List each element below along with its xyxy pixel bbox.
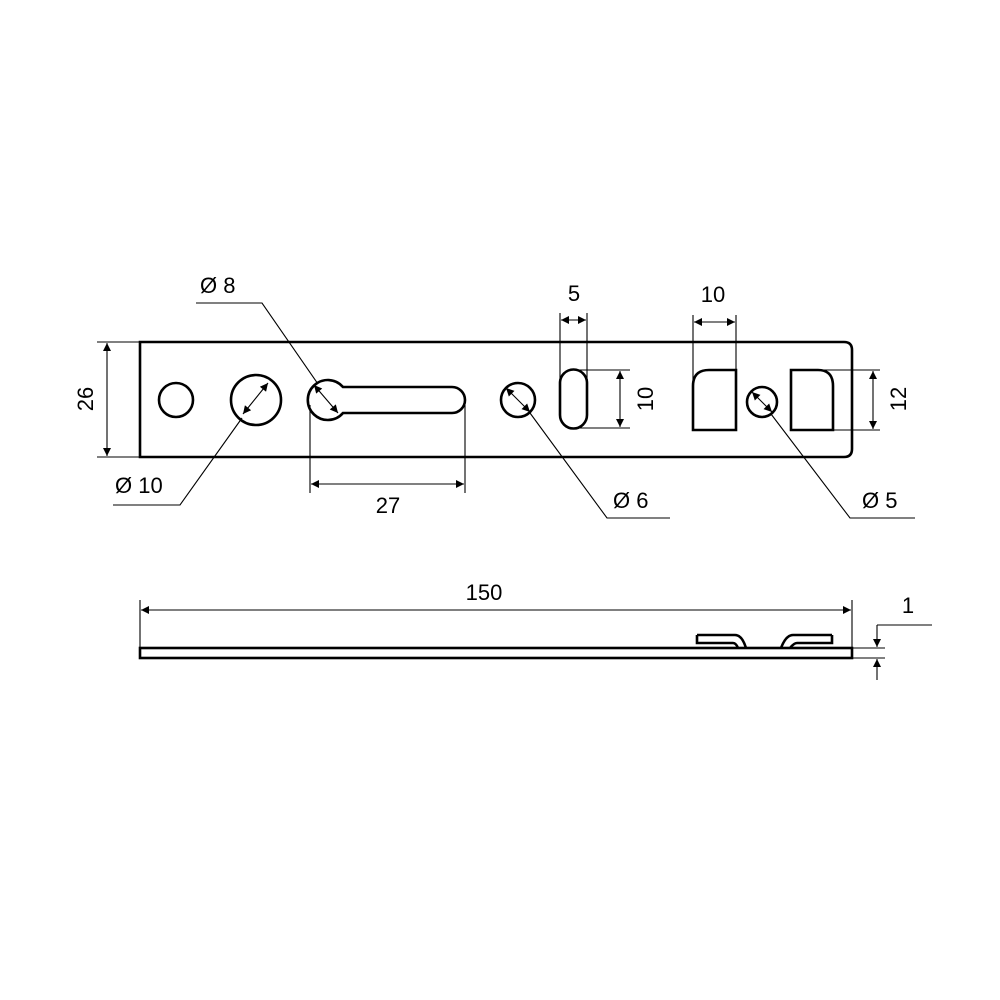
slot-height-label: 10 — [633, 387, 658, 411]
hole-large-label: Ø 10 — [115, 473, 163, 498]
slot-length-label: 27 — [376, 493, 400, 518]
hole-10 — [229, 373, 283, 427]
hole-mid-label: Ø 6 — [613, 488, 648, 513]
plate-top-view — [138, 340, 854, 459]
window-height-label: 12 — [886, 387, 911, 411]
dimensions-side-view: 150 1 — [139, 580, 932, 680]
hole-plain — [157, 381, 195, 419]
hole-5 — [745, 385, 779, 419]
window-width-label: 10 — [701, 282, 725, 307]
dimensions-top-view — [97, 302, 915, 519]
keyhole-slot — [306, 378, 467, 422]
plate-side-view — [138, 633, 854, 660]
slot-width-label: 5 — [568, 281, 580, 306]
window-right — [789, 368, 835, 432]
hole-small-label: Ø 5 — [862, 488, 897, 513]
height-label: 26 — [73, 387, 98, 411]
dimension-labels-top: 26 Ø 10 Ø 8 27 Ø 6 5 10 10 Ø 5 12 — [73, 273, 911, 518]
hole-6 — [499, 381, 537, 419]
keyhole-label: Ø 8 — [200, 273, 235, 298]
tab-left — [695, 633, 748, 649]
tab-right — [779, 633, 834, 649]
slot-5x10 — [558, 368, 589, 430]
length-label: 150 — [466, 580, 503, 605]
thickness-label: 1 — [902, 593, 914, 618]
window-left — [691, 368, 738, 432]
